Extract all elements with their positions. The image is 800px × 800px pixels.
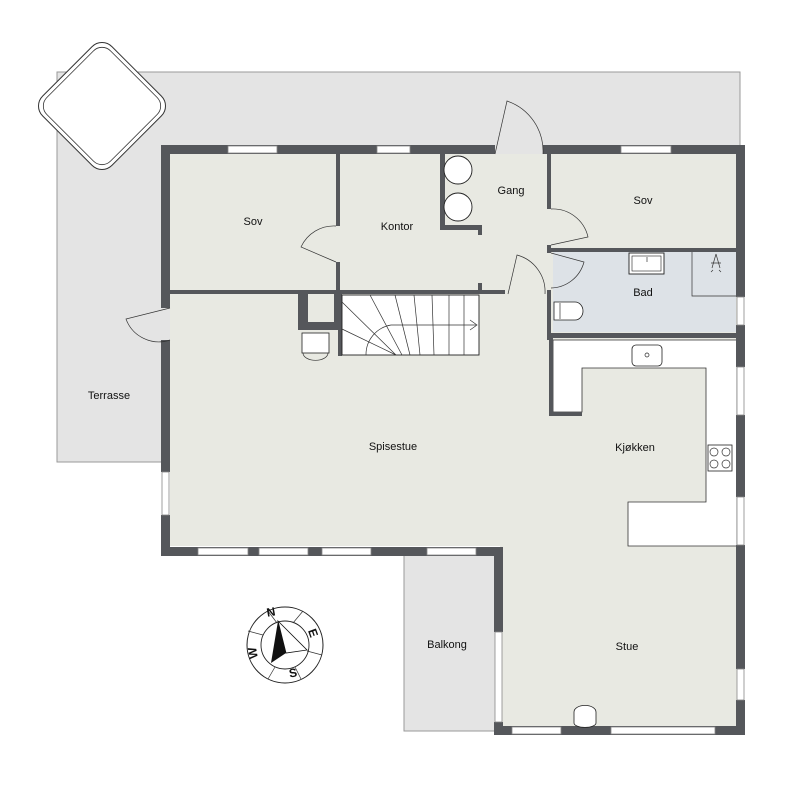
stove-icon: [301, 332, 330, 361]
room-label-sov-2: Sov: [633, 195, 653, 207]
cooktop-icon: [707, 444, 733, 472]
staircase: [341, 294, 480, 356]
room-label-kjokken: Kjøkken: [615, 442, 655, 454]
doors: [125, 100, 589, 343]
room-label-sov-1: Sov: [243, 216, 263, 228]
room-label-bad: Bad: [633, 287, 653, 299]
hot-tub-icon: [38, 42, 166, 170]
fireplace-icon: [573, 705, 597, 728]
toilet-icon: [553, 301, 584, 321]
compass-icon: [246, 606, 324, 684]
room-label-stue: Stue: [615, 641, 639, 653]
room-label-gang: Gang: [497, 185, 525, 197]
room-label-kontor: Kontor: [380, 221, 414, 233]
bathroom-fixtures: [553, 252, 736, 321]
room-label-spisestue: Spisestue: [368, 441, 418, 453]
storage-fixtures: [443, 155, 473, 222]
room-label-balkong: Balkong: [427, 639, 467, 651]
compass-west-label: W: [245, 646, 261, 660]
windows: [161, 145, 745, 735]
kitchen-fixtures: [631, 344, 733, 472]
room-label-terrasse: Terrasse: [87, 390, 131, 402]
sink-icon: [631, 344, 663, 367]
